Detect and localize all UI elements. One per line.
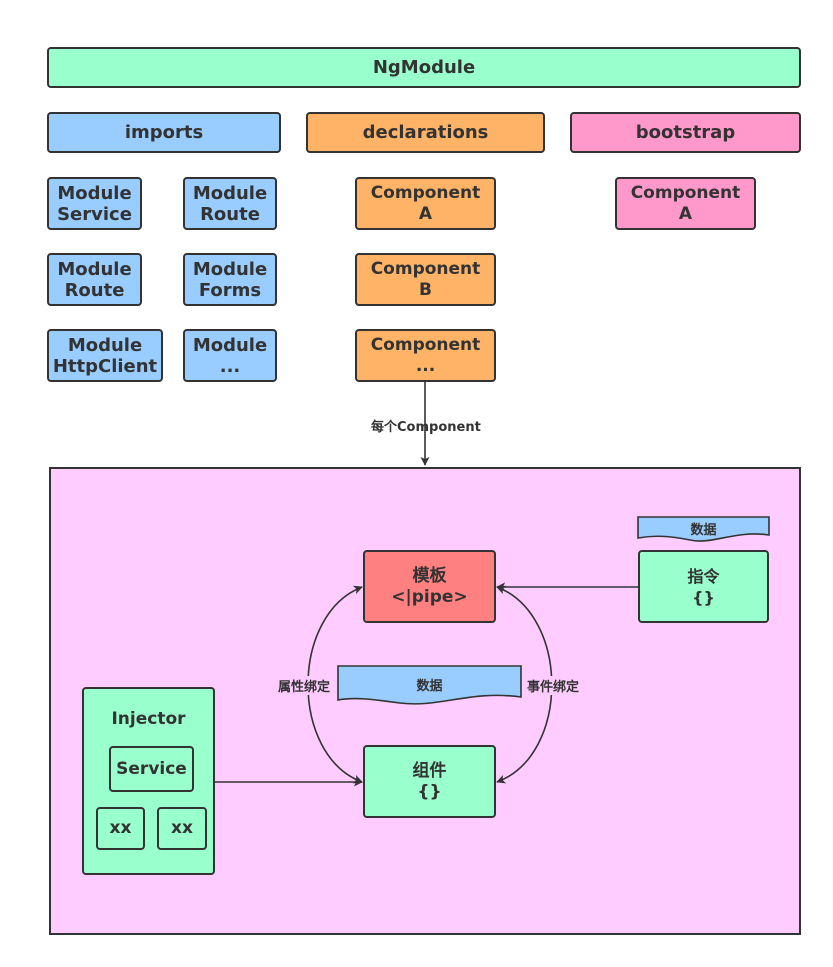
imports-header: imports: [47, 112, 281, 153]
component-more-box: Component ...: [355, 329, 496, 382]
xx-label: xx: [109, 818, 132, 838]
bootstrap-header-label: bootstrap: [635, 122, 736, 143]
event-binding-label: 事件绑定: [525, 676, 582, 695]
declarations-header-label: declarations: [362, 122, 489, 143]
service-box: Service: [109, 746, 194, 792]
template-pipe: <|pipe>: [391, 586, 468, 607]
module-line1: Module: [192, 334, 268, 356]
component-line1: Component: [370, 182, 481, 203]
xx-box-1: xx: [96, 807, 145, 850]
injector-title: Injector: [111, 709, 186, 729]
component-line1: Component: [630, 182, 741, 203]
module-line1: Module: [57, 182, 132, 204]
module-line2: Route: [64, 279, 125, 301]
component-title: 组件: [412, 760, 447, 781]
component-line2: A: [418, 203, 433, 224]
bootstrap-component-a-box: Component A: [615, 177, 756, 230]
center-data-label: 数据: [416, 679, 443, 694]
property-binding-label: 属性绑定: [276, 676, 333, 695]
template-title: 模板: [412, 565, 447, 586]
module-line2: ...: [219, 355, 241, 377]
xx-box-2: xx: [157, 807, 207, 850]
module-line1: Module: [57, 258, 132, 280]
imports-header-label: imports: [124, 122, 204, 143]
directive-data-shape: [637, 516, 770, 542]
module-line1: Module: [192, 182, 268, 204]
connector-label: 每个Component: [370, 416, 482, 435]
module-httpclient-box: Module HttpClient: [47, 329, 163, 382]
module-line2: Forms: [198, 279, 262, 301]
service-label: Service: [116, 758, 187, 779]
ngmodule-label: NgModule: [372, 57, 476, 78]
directive-braces: {}: [692, 587, 715, 607]
module-forms-box: Module Forms: [183, 253, 277, 306]
component-line2: ...: [415, 355, 436, 376]
directive-box: 指令 {}: [638, 550, 769, 623]
module-route-box-2: Module Route: [47, 253, 142, 306]
center-data-shape: [337, 665, 522, 705]
component-braces: {}: [417, 781, 442, 802]
declarations-header: declarations: [306, 112, 545, 153]
directive-data-label: 数据: [690, 523, 717, 538]
template-box: 模板 <|pipe>: [363, 550, 496, 623]
component-line1: Component: [370, 334, 481, 355]
bootstrap-header: bootstrap: [570, 112, 801, 153]
component-line1: Component: [370, 258, 481, 279]
module-route-box: Module Route: [183, 177, 277, 230]
module-more-box: Module ...: [183, 329, 277, 382]
component-box: 组件 {}: [363, 745, 496, 818]
module-line1: Module: [192, 258, 268, 280]
component-a-box: Component A: [355, 177, 496, 230]
directive-title: 指令: [687, 566, 720, 586]
module-line2: Service: [57, 203, 132, 225]
module-service-box: Module Service: [47, 177, 142, 230]
ngmodule-box: NgModule: [47, 47, 801, 88]
module-line2: HttpClient: [52, 355, 158, 377]
component-b-box: Component B: [355, 253, 496, 306]
module-line1: Module: [67, 334, 143, 356]
component-line2: B: [419, 279, 432, 300]
module-line2: Route: [200, 203, 260, 225]
xx-label: xx: [171, 818, 193, 838]
component-line2: A: [678, 203, 693, 224]
